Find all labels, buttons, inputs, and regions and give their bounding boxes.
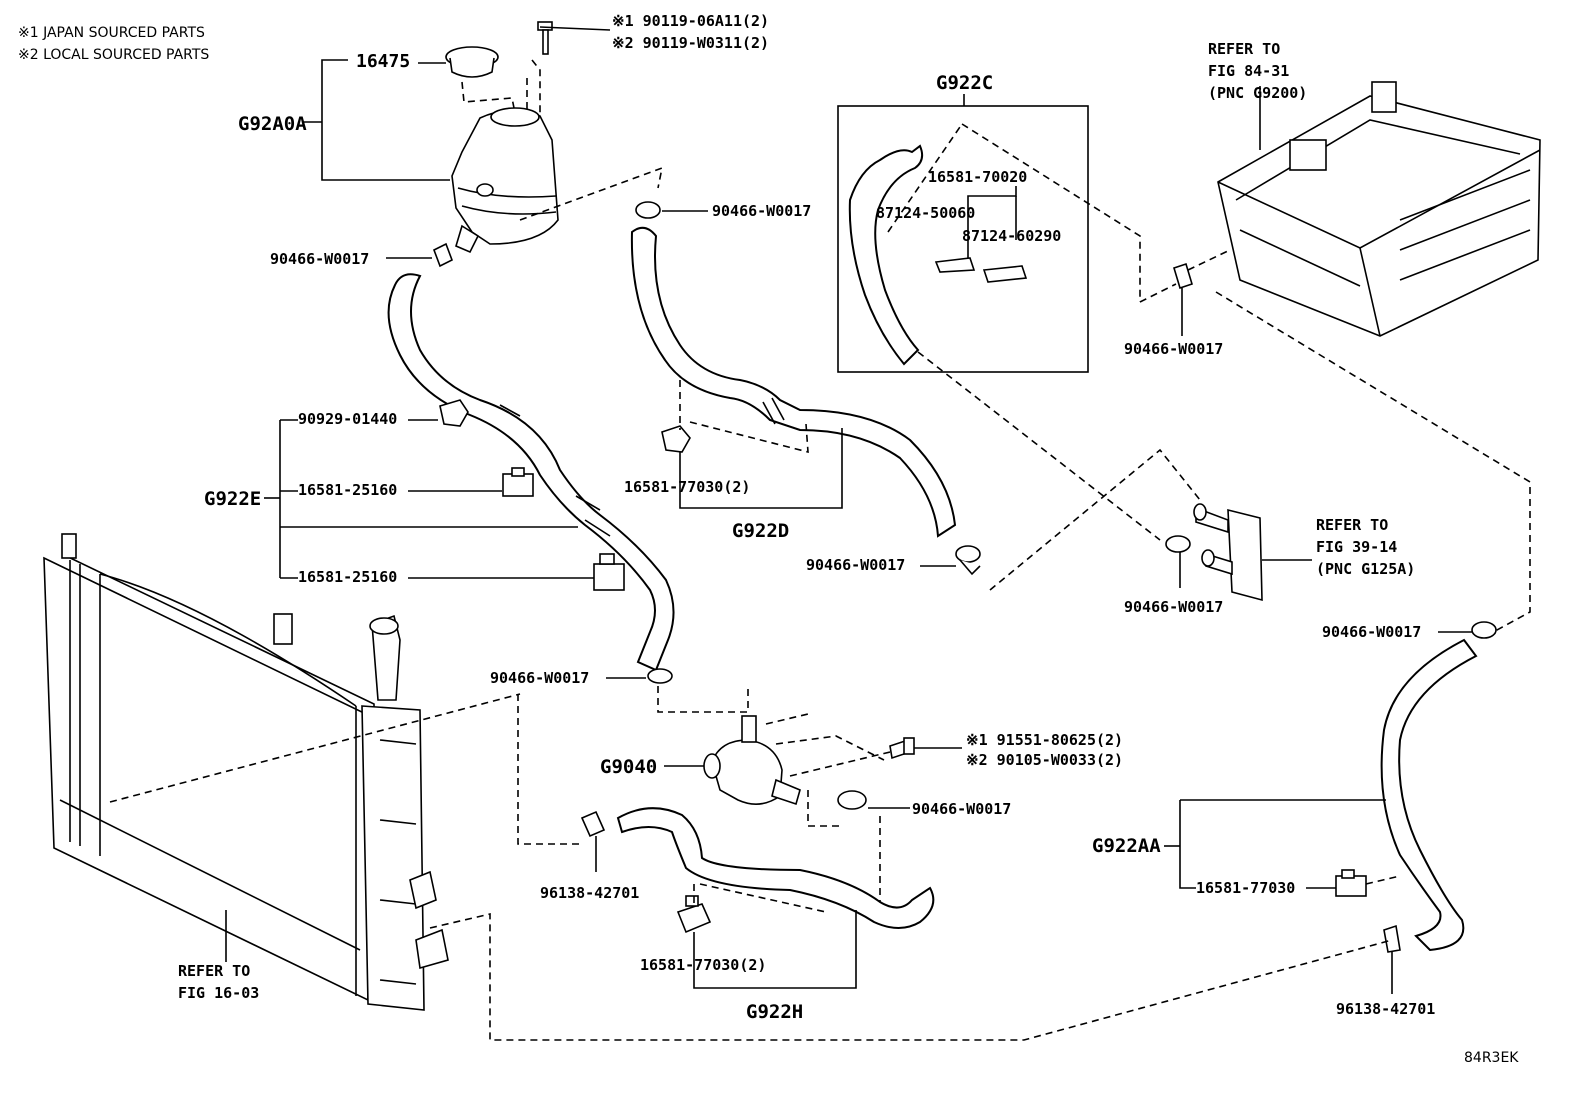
g922aa-group-label[interactable]: G922AA xyxy=(1092,835,1161,857)
g922c-title[interactable]: G922C xyxy=(936,72,993,94)
clamp-oil xyxy=(1165,535,1191,588)
c-part-2-label[interactable]: 87124-50060 xyxy=(876,204,975,222)
sensor-h-label[interactable]: 16581-77030(2) xyxy=(640,956,766,974)
clip-90929 xyxy=(439,399,469,427)
sensor-b-label[interactable]: 16581-25160 xyxy=(298,568,397,586)
inverter-ref-1[interactable]: REFER TO xyxy=(1208,40,1280,58)
clip-right-label[interactable]: 96138-42701 xyxy=(1336,1000,1435,1018)
bolt-pump xyxy=(889,737,962,760)
g922e-group-label[interactable]: G922E xyxy=(204,488,261,510)
clamp-mid xyxy=(920,545,981,576)
clamp-right-label[interactable]: 90466-W0017 xyxy=(1322,623,1421,641)
clip-90929-label[interactable]: 90929-01440 xyxy=(298,410,397,428)
note-japan: ※1 JAPAN SOURCED PARTS xyxy=(18,25,205,41)
water-pump xyxy=(703,715,801,806)
hose-g922h xyxy=(616,807,935,929)
oil-ref-3[interactable]: (PNC G125A) xyxy=(1316,560,1415,578)
sensor-aa-label[interactable]: 16581-77030 xyxy=(1196,879,1295,897)
radiator-assembly xyxy=(43,533,449,1011)
clip-87124-60290 xyxy=(982,265,1028,283)
hose-g922aa xyxy=(1380,638,1478,952)
clamp-pump xyxy=(837,790,910,810)
clip-left xyxy=(580,810,606,872)
hose-g922e xyxy=(387,273,675,672)
reservoir-group-label[interactable]: G92A0A xyxy=(238,113,307,135)
sensor-aa xyxy=(1335,869,1367,897)
inverter-ref-2[interactable]: FIG 84-31 xyxy=(1208,62,1289,80)
note-local: ※2 LOCAL SOURCED PARTS xyxy=(18,47,209,63)
g922h-group-label[interactable]: G922H xyxy=(746,1001,803,1023)
clip-right xyxy=(1383,924,1401,994)
clamp-right xyxy=(1438,621,1497,639)
bolt-top-label-1[interactable]: ※1 90119-06A11(2) xyxy=(612,12,769,30)
oil-cooler xyxy=(1193,503,1263,602)
clamp-pump-top-label[interactable]: 90466-W0017 xyxy=(490,669,589,687)
clamp-top xyxy=(635,201,708,219)
clip-87124-50060 xyxy=(934,257,976,273)
cap-label[interactable]: 16475 xyxy=(356,51,410,72)
oil-ref-1[interactable]: REFER TO xyxy=(1316,516,1388,534)
clip-d-label[interactable]: 16581-77030(2) xyxy=(624,478,750,496)
inverter-assembly xyxy=(1217,81,1541,337)
radiator-ref-2[interactable]: FIG 16-03 xyxy=(178,984,259,1002)
radiator-ref-1[interactable]: REFER TO xyxy=(178,962,250,980)
bolt-pump-label-1[interactable]: ※1 91551-80625(2) xyxy=(966,731,1123,749)
clamp-inverter-label[interactable]: 90466-W0017 xyxy=(1124,340,1223,358)
c-part-3-label[interactable]: 87124-60290 xyxy=(962,227,1061,245)
g922d-group-label[interactable]: G922D xyxy=(732,520,789,542)
diagram-code: 84R3EK xyxy=(1464,1050,1519,1066)
c-part-1-label[interactable]: 16581-70020 xyxy=(928,168,1027,186)
clip-left-label[interactable]: 96138-42701 xyxy=(540,884,639,902)
clamp-inverter xyxy=(1173,262,1193,290)
g922c-box xyxy=(837,105,1089,373)
inverter-ref-3[interactable]: (PNC G9200) xyxy=(1208,84,1307,102)
bolt-top-label-2[interactable]: ※2 90119-W0311(2) xyxy=(612,34,769,52)
hose-g922c xyxy=(848,144,924,366)
reservoir-tank xyxy=(451,107,559,254)
clamp-mid-label[interactable]: 90466-W0017 xyxy=(806,556,905,574)
pump-group-label[interactable]: G9040 xyxy=(600,756,657,778)
sensor-h xyxy=(676,895,712,934)
clip-d xyxy=(661,425,691,453)
clamp-oil-label[interactable]: 90466-W0017 xyxy=(1124,598,1223,616)
hose-g922d xyxy=(630,226,957,538)
clamp-top-label[interactable]: 90466-W0017 xyxy=(712,202,811,220)
bolt-pump-label-2[interactable]: ※2 90105-W0033(2) xyxy=(966,751,1123,769)
sensor-16581-a xyxy=(502,467,534,497)
clamp-pump-top xyxy=(606,668,673,684)
clamp-reservoir xyxy=(386,242,454,268)
bolt-top xyxy=(537,21,611,55)
reservoir-cap xyxy=(418,46,499,78)
clamp-reservoir-label[interactable]: 90466-W0017 xyxy=(270,250,369,268)
sensor-a-label[interactable]: 16581-25160 xyxy=(298,481,397,499)
oil-ref-2[interactable]: FIG 39-14 xyxy=(1316,538,1397,556)
sensor-16581-b xyxy=(593,553,625,591)
clamp-pump-label[interactable]: 90466-W0017 xyxy=(912,800,1011,818)
